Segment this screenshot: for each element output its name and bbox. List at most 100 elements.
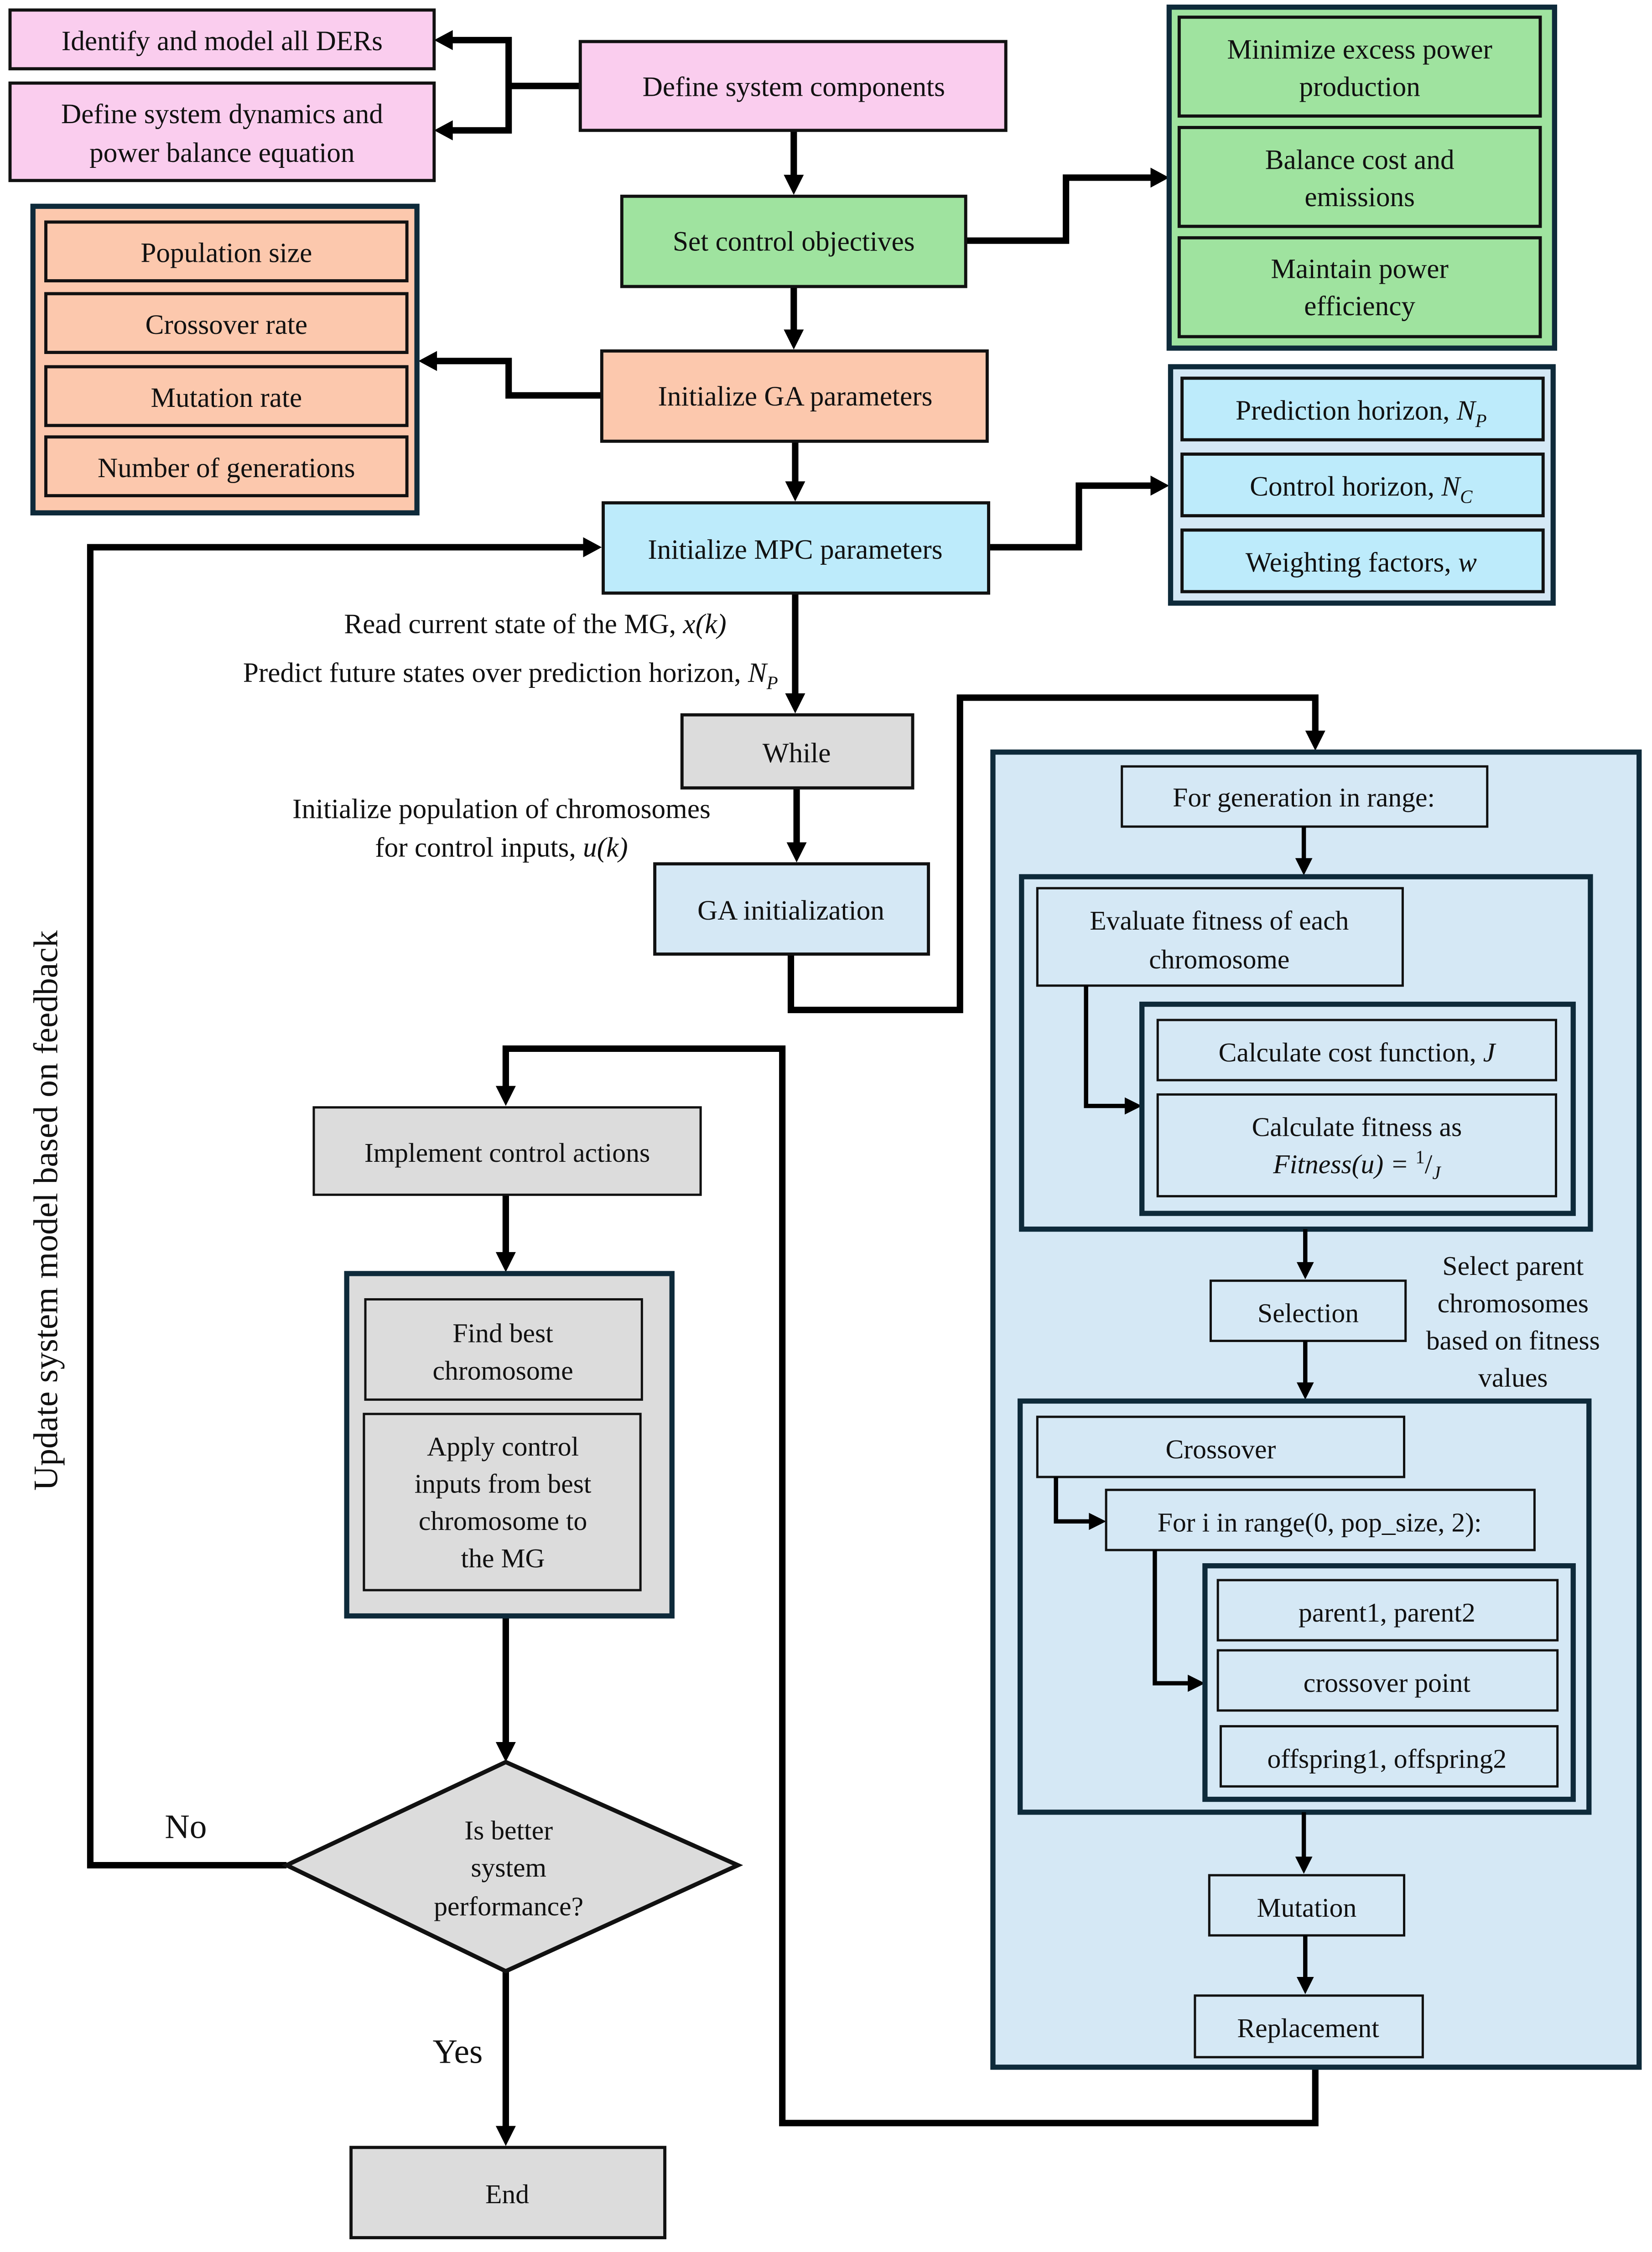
objective-label: Minimize excess power [1227, 34, 1492, 65]
arrowhead [495, 1086, 516, 1106]
label-system-dynamics-2: power balance equation [89, 137, 355, 168]
box-while[interactable] [680, 713, 914, 790]
mpc-param-item[interactable] [1180, 376, 1545, 442]
connector-crossover-to-for [1054, 1477, 1091, 1524]
ga-param-item[interactable] [44, 292, 409, 354]
mpc-param-symbol: w [1458, 547, 1477, 578]
box-ga-initialization[interactable] [653, 862, 930, 956]
objective-item[interactable] [1177, 16, 1542, 118]
mpc-param-text: Control horizon, [1250, 471, 1441, 502]
box-init-ga[interactable] [600, 349, 989, 443]
box-crossover-point[interactable] [1216, 1649, 1559, 1712]
label-set-objectives: Set control objectives [673, 226, 915, 257]
ga-param-label: Population size [140, 238, 312, 269]
box-offspring[interactable] [1219, 1725, 1559, 1788]
label-crossover: Crossover [1165, 1434, 1276, 1464]
arrowhead [583, 537, 602, 557]
arrowhead [418, 351, 437, 371]
box-define-components[interactable] [578, 40, 1008, 132]
arrowhead [785, 481, 805, 502]
box-apply-inputs[interactable] [363, 1413, 642, 1591]
box-crossover[interactable] [1036, 1415, 1406, 1478]
label-decision: performance? [434, 1891, 583, 1921]
box-find-best[interactable] [364, 1298, 643, 1401]
ga-param-item[interactable] [44, 365, 409, 427]
cost-symbol: J [1483, 1037, 1496, 1067]
box-set-objectives[interactable] [620, 194, 967, 288]
arrowhead [495, 1742, 516, 1762]
ga-param-item[interactable] [44, 220, 409, 283]
box-cost-function[interactable] [1156, 1019, 1558, 1082]
ga-param-label: Crossover rate [145, 309, 307, 340]
objective-label: Maintain power [1271, 253, 1448, 284]
box-evaluate-fitness[interactable] [1036, 887, 1404, 987]
arrowhead [1188, 1675, 1205, 1692]
label-init-ga: Initialize GA parameters [658, 381, 932, 412]
box-fitness[interactable] [1156, 1093, 1558, 1197]
arrowhead [784, 175, 804, 195]
connector-feedback-loop [87, 544, 585, 1869]
arrowhead [434, 120, 453, 140]
connector-objectives-group [966, 174, 1152, 244]
best-chromosome-group: Find best chromosome Apply control input… [344, 1271, 675, 1619]
connector-eval-to-calc [1084, 985, 1127, 1108]
box-parents[interactable] [1216, 1579, 1559, 1642]
label-yes: Yes [433, 2033, 483, 2070]
connector-mpc-params [988, 482, 1152, 551]
arrowhead [1124, 1097, 1142, 1115]
objective-label: production [1299, 71, 1420, 102]
fitness-formula: Fitness(u) = [1273, 1149, 1415, 1179]
label-selection: Selection [1257, 1298, 1359, 1328]
label-evaluate-fitness-2: chromosome [1149, 944, 1289, 974]
mpc-param-symbol: N [1441, 471, 1461, 502]
ga-param-item[interactable] [44, 435, 409, 498]
component-details: Identify and model all DERs Define syste… [8, 8, 436, 182]
mpc-param-label: Prediction horizon, NP [1236, 395, 1487, 431]
label-for-i: For i in range(0, pop_size, 2): [1158, 1507, 1482, 1537]
connector-loop-to-implement [502, 1045, 1319, 2127]
box-init-mpc[interactable] [602, 501, 991, 595]
annotation-text: Predict future states over prediction ho… [243, 657, 748, 688]
arrowhead [1296, 1977, 1314, 1994]
label-implement-control: Implement control actions [364, 1138, 650, 1168]
mpc-param-symbol: N [1456, 395, 1477, 426]
annotation-text: Read current state of the MG, [344, 609, 683, 640]
annotation-math: x(k) [683, 609, 727, 640]
box-identify-ders[interactable] [8, 8, 436, 71]
box-for-i[interactable] [1105, 1488, 1536, 1551]
annotation-math: u(k) [583, 832, 628, 863]
annotation-text: for control inputs, [375, 832, 583, 863]
label-apply-inputs: inputs from best [415, 1468, 592, 1498]
decision-diamond[interactable] [281, 1759, 743, 1974]
label-init-mpc: Initialize MPC parameters [648, 534, 942, 565]
label-find-best: chromosome [433, 1355, 573, 1385]
label-crossover-point: crossover point [1304, 1668, 1471, 1698]
label-while: While [763, 738, 831, 769]
objective-label: efficiency [1304, 291, 1415, 322]
objective-item[interactable] [1177, 236, 1542, 338]
box-for-generation[interactable] [1121, 765, 1489, 828]
annotation-math: N [748, 657, 768, 688]
box-end[interactable] [349, 2146, 667, 2240]
connectors [87, 30, 1325, 2146]
box-selection[interactable] [1209, 1279, 1407, 1342]
objective-label: Balance cost and [1265, 145, 1455, 176]
box-replacement[interactable] [1194, 1994, 1424, 2059]
arrowhead [786, 842, 807, 863]
ga-loop-group: For generation in range: Evaluate fitnes… [990, 749, 1642, 2070]
annotation-init-population-2: for control inputs, u(k) [375, 832, 628, 863]
mpc-param-label: Weighting factors, w [1246, 547, 1477, 578]
side-label-feedback: Update system model based on feedback [27, 930, 65, 1491]
mpc-param-item[interactable] [1180, 452, 1545, 518]
label-apply-inputs: chromosome to [419, 1506, 587, 1536]
box-system-dynamics[interactable] [8, 81, 436, 182]
connector-components [451, 36, 581, 134]
mpc-param-subscript: C [1460, 486, 1473, 507]
box-mutation[interactable] [1208, 1874, 1406, 1937]
note-select-parents: based on fitness [1426, 1325, 1600, 1355]
box-implement-control[interactable] [312, 1106, 702, 1196]
mpc-param-item[interactable] [1180, 528, 1545, 593]
annotation-predict: Predict future states over prediction ho… [243, 657, 778, 693]
objective-item[interactable] [1177, 126, 1542, 228]
objective-label: emissions [1304, 182, 1415, 213]
